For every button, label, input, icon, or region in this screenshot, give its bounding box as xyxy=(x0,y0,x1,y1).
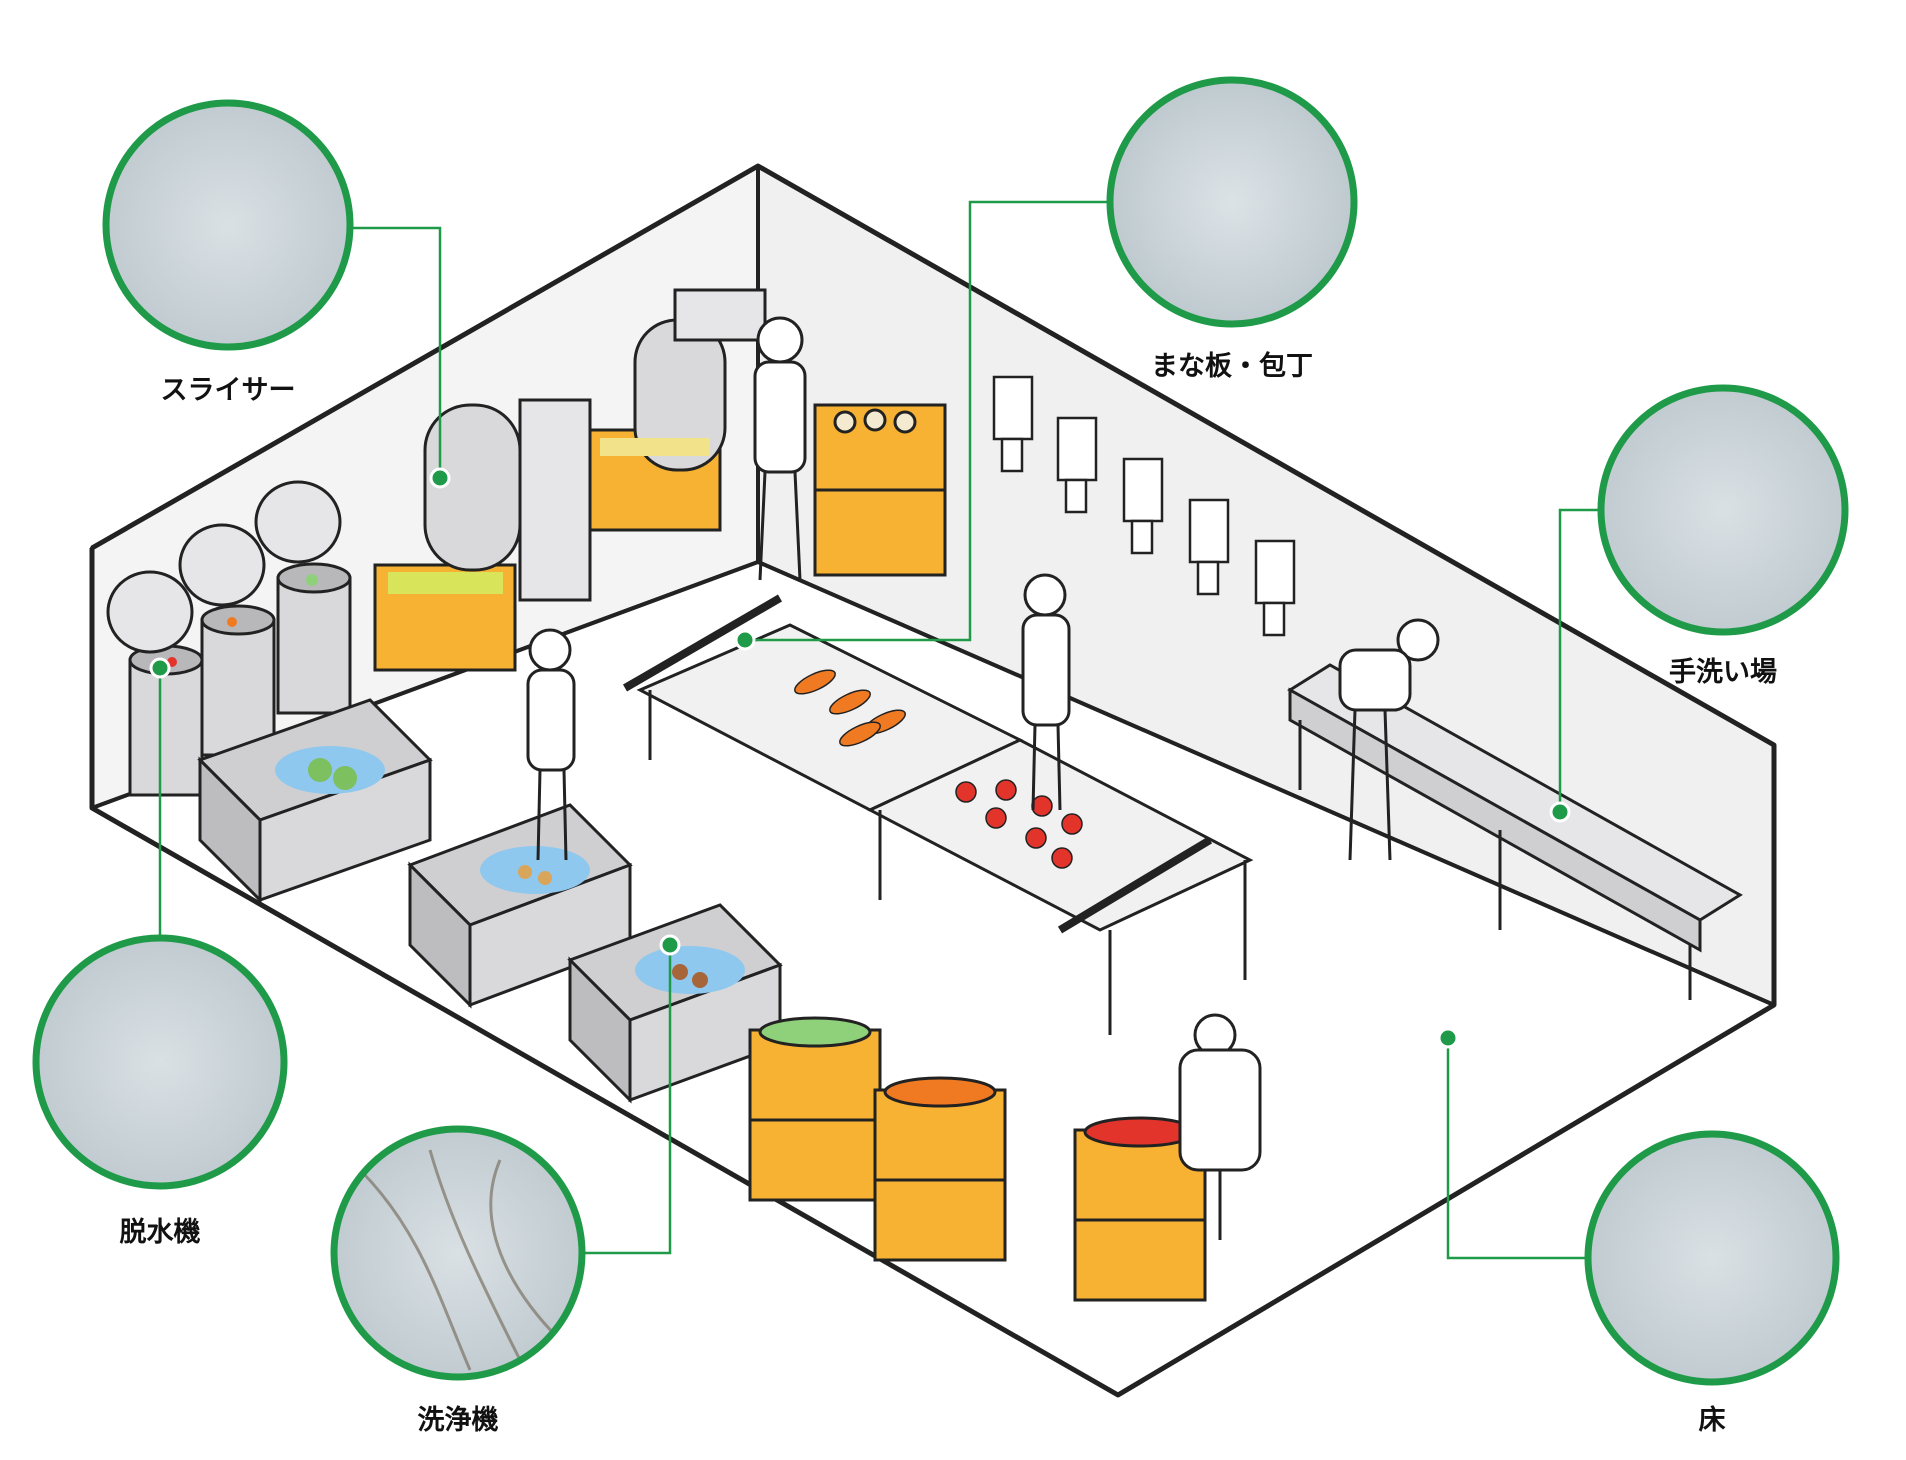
dehydrator-unit xyxy=(106,570,204,797)
produce-on-tables xyxy=(794,669,1083,869)
workers xyxy=(526,316,1440,1240)
worker xyxy=(1338,618,1440,861)
crates-front xyxy=(748,1016,1207,1302)
dispenser xyxy=(992,375,1034,473)
crates-back xyxy=(813,403,947,577)
micrograph-cutting-board xyxy=(1106,76,1358,328)
label-dehydrator: 脱水機 xyxy=(119,1217,201,1248)
micrograph-floor xyxy=(1584,1130,1840,1386)
worker xyxy=(753,316,807,581)
washing-machines xyxy=(197,698,783,1104)
anchor-dot-board xyxy=(734,629,756,651)
label-handwash: 手洗い場 xyxy=(1669,657,1777,688)
worker xyxy=(1178,1013,1262,1240)
worker xyxy=(526,628,576,861)
leader-line-slicer xyxy=(350,226,442,478)
leader-lines xyxy=(158,200,1601,1260)
dispenser xyxy=(1056,416,1098,514)
dispenser xyxy=(1254,539,1296,637)
handwash-sinks xyxy=(1287,663,1743,1000)
leader-line-board xyxy=(745,200,1110,642)
room-outline xyxy=(89,163,1777,1398)
worker xyxy=(1021,573,1071,811)
label-washer: 洗浄機 xyxy=(417,1405,499,1436)
leader-line-handwash xyxy=(1558,508,1601,812)
label-floor: 床 xyxy=(1698,1405,1726,1436)
label-slicer: スライサー xyxy=(160,375,296,406)
slicers xyxy=(373,288,767,672)
micrograph-washer xyxy=(330,1125,586,1381)
anchor-dot-floor xyxy=(1437,1027,1459,1049)
micrograph-dehydrator xyxy=(32,934,288,1190)
dispenser xyxy=(1188,498,1230,596)
micrograph-handwash xyxy=(1597,384,1849,636)
anchor-dot-handwash xyxy=(1549,801,1571,823)
dehydrator-unit xyxy=(254,480,352,715)
dispenser xyxy=(1122,457,1164,555)
label-cutting-board: まな板・包丁 xyxy=(1151,351,1313,382)
anchor-dot-slicer xyxy=(429,467,451,489)
micrograph-slicer xyxy=(102,99,354,351)
wall-dispensers xyxy=(992,375,1296,637)
dehydrator-unit xyxy=(178,523,276,757)
anchor-dot-washer xyxy=(659,934,681,956)
anchor-dot-dehydrator xyxy=(149,657,171,679)
leader-line-washer xyxy=(582,945,672,1255)
anchor-dots xyxy=(149,467,1571,1049)
dehydrators xyxy=(106,480,352,797)
leader-line-floor xyxy=(1446,1038,1590,1260)
